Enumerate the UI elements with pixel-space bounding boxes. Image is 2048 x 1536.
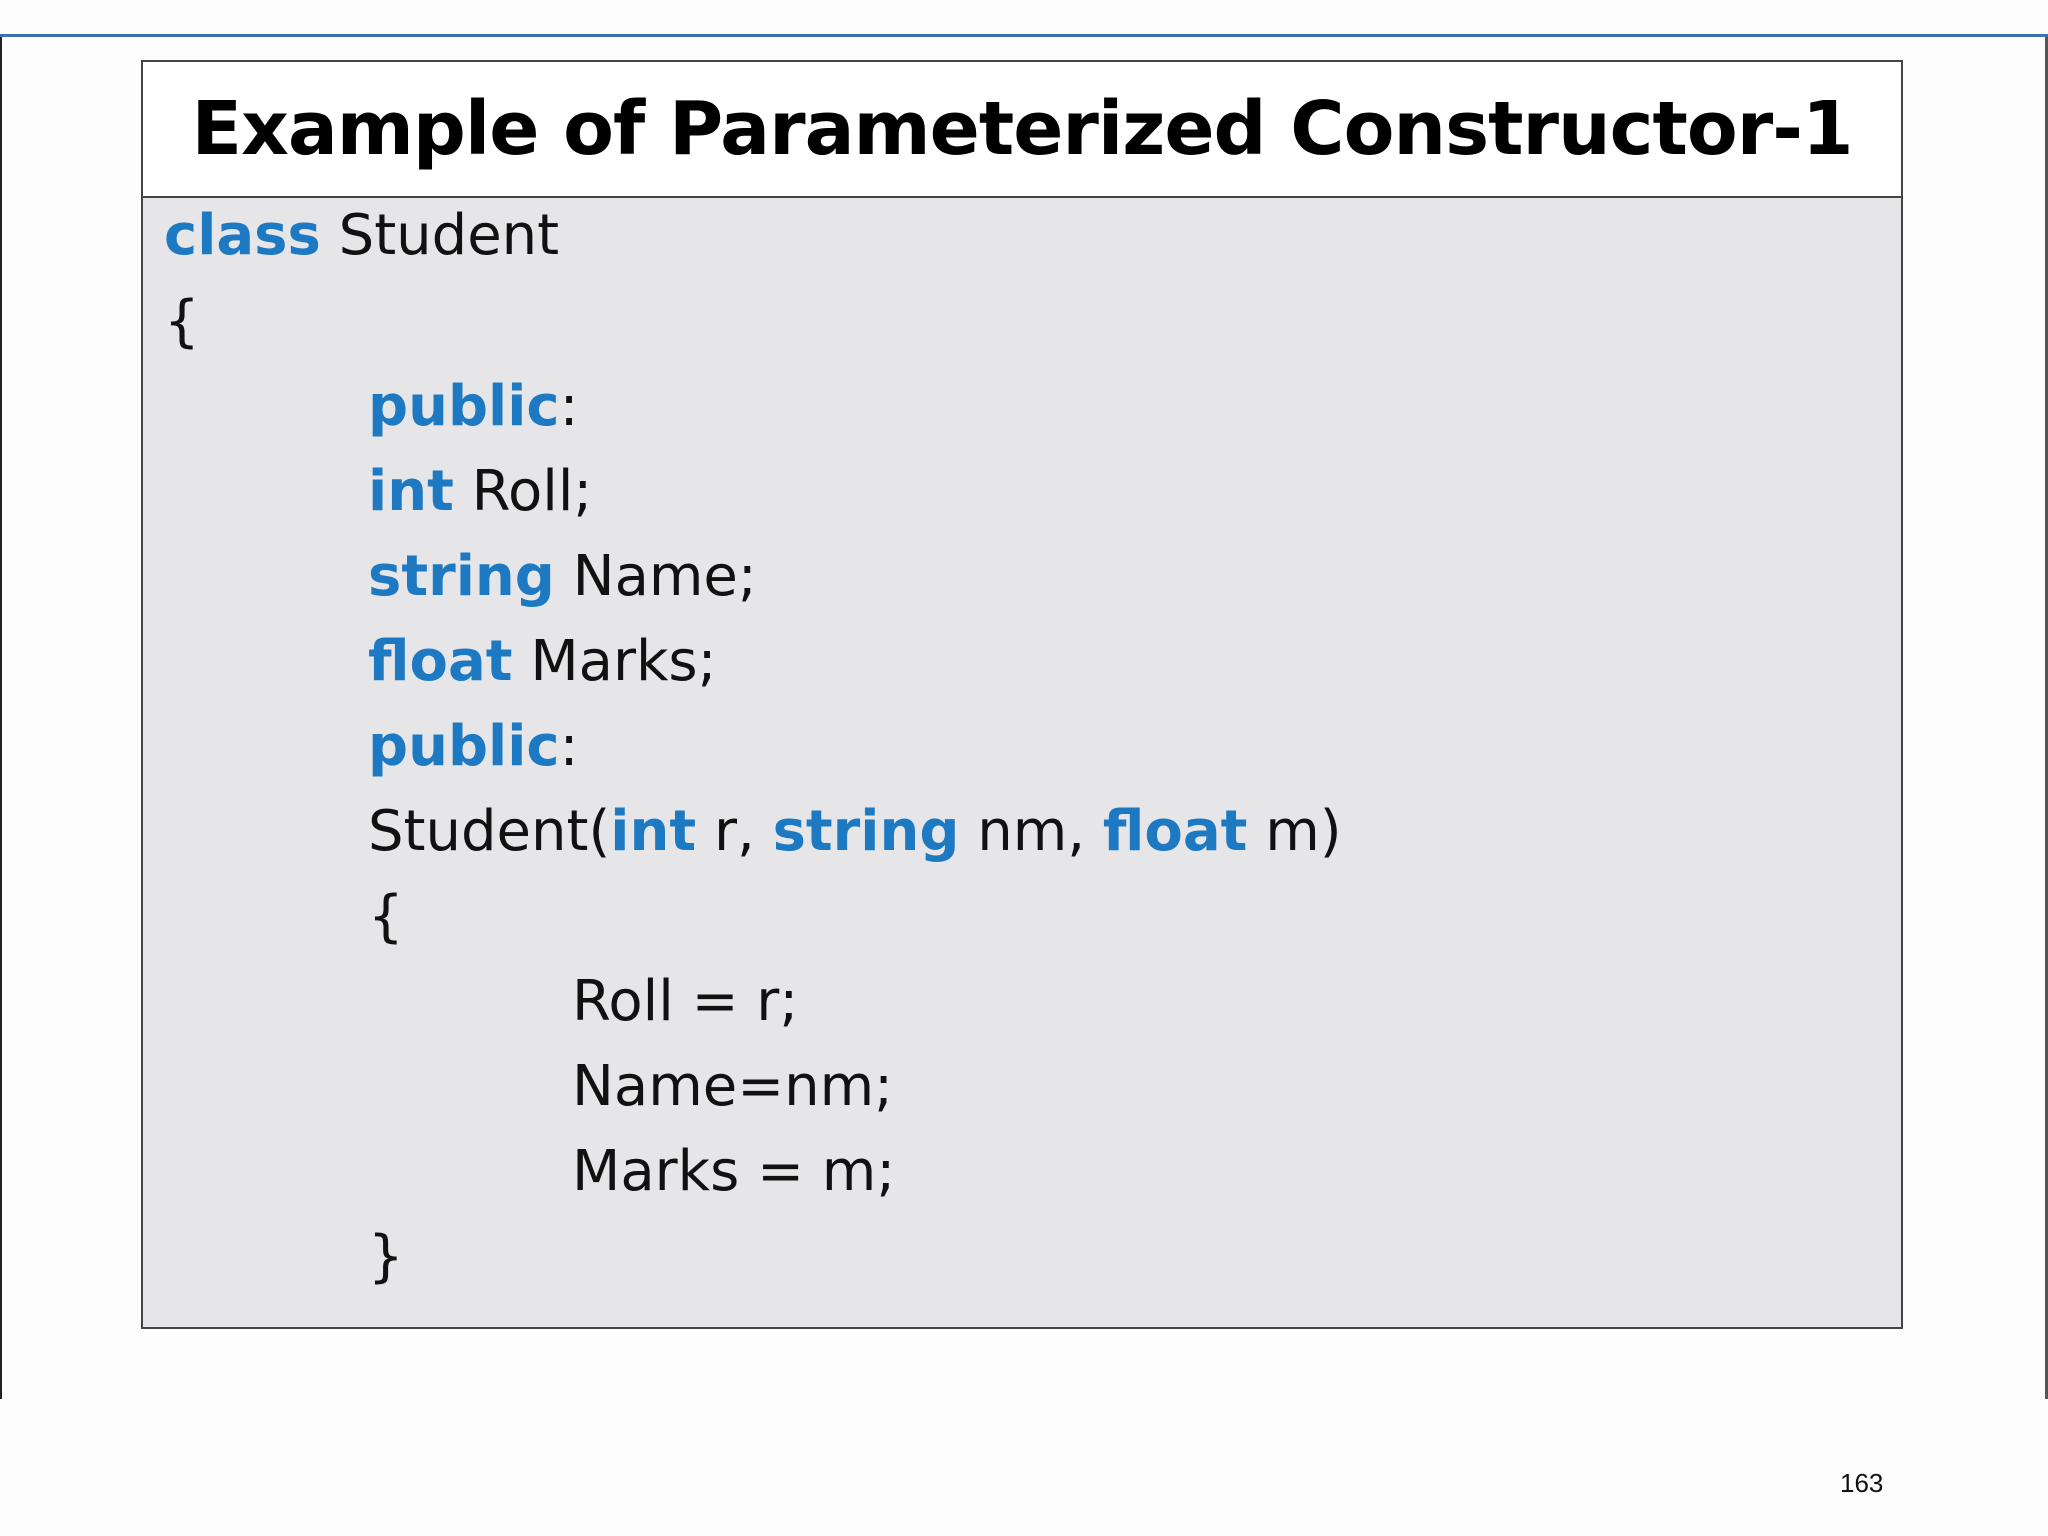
- keyword: public: [368, 714, 560, 779]
- slide-title: Example of Parameterized Constructor-1: [191, 86, 1854, 172]
- code-text: :: [559, 374, 579, 439]
- code-text: Student: [320, 203, 560, 268]
- code-line-8: Student(int r, string nm, float m): [368, 804, 1342, 860]
- code-text: Marks;: [512, 629, 717, 694]
- keyword: int: [610, 799, 697, 864]
- code-text: Roll;: [453, 459, 593, 524]
- keyword: int: [368, 459, 454, 524]
- keyword: public: [368, 374, 560, 439]
- code-text: Student(: [368, 799, 611, 864]
- left-border: [0, 37, 2, 1399]
- keyword: class: [164, 203, 321, 268]
- code-line-3: public:: [368, 379, 579, 435]
- header-rule: [0, 34, 2048, 37]
- code-text: Name;: [554, 544, 757, 609]
- code-block: class Student { public: int Roll; string…: [141, 198, 1903, 1329]
- keyword: string: [772, 799, 960, 864]
- title-box: Example of Parameterized Constructor-1: [141, 60, 1903, 198]
- code-line-10: Roll = r;: [572, 969, 799, 1034]
- code-line-12: Marks = m;: [572, 1139, 896, 1204]
- code-line-5: string Name;: [368, 549, 757, 605]
- code-line-7: public:: [368, 719, 579, 775]
- code-line-1: class Student: [164, 208, 559, 264]
- code-line-13: }: [368, 1224, 404, 1289]
- code-text: m): [1247, 799, 1342, 864]
- code-line-9: {: [368, 884, 404, 949]
- keyword: float: [1102, 799, 1248, 864]
- code-text: nm,: [959, 799, 1103, 864]
- keyword: string: [368, 544, 555, 609]
- code-line-6: float Marks;: [368, 634, 716, 690]
- page-number: 163: [1840, 1468, 1884, 1498]
- keyword: float: [368, 629, 513, 694]
- code-text: r,: [696, 799, 773, 864]
- code-line-2: {: [164, 289, 200, 354]
- right-border: [2045, 37, 2048, 1399]
- code-text: :: [559, 714, 579, 779]
- code-line-4: int Roll;: [368, 464, 592, 520]
- code-line-11: Name=nm;: [572, 1054, 894, 1119]
